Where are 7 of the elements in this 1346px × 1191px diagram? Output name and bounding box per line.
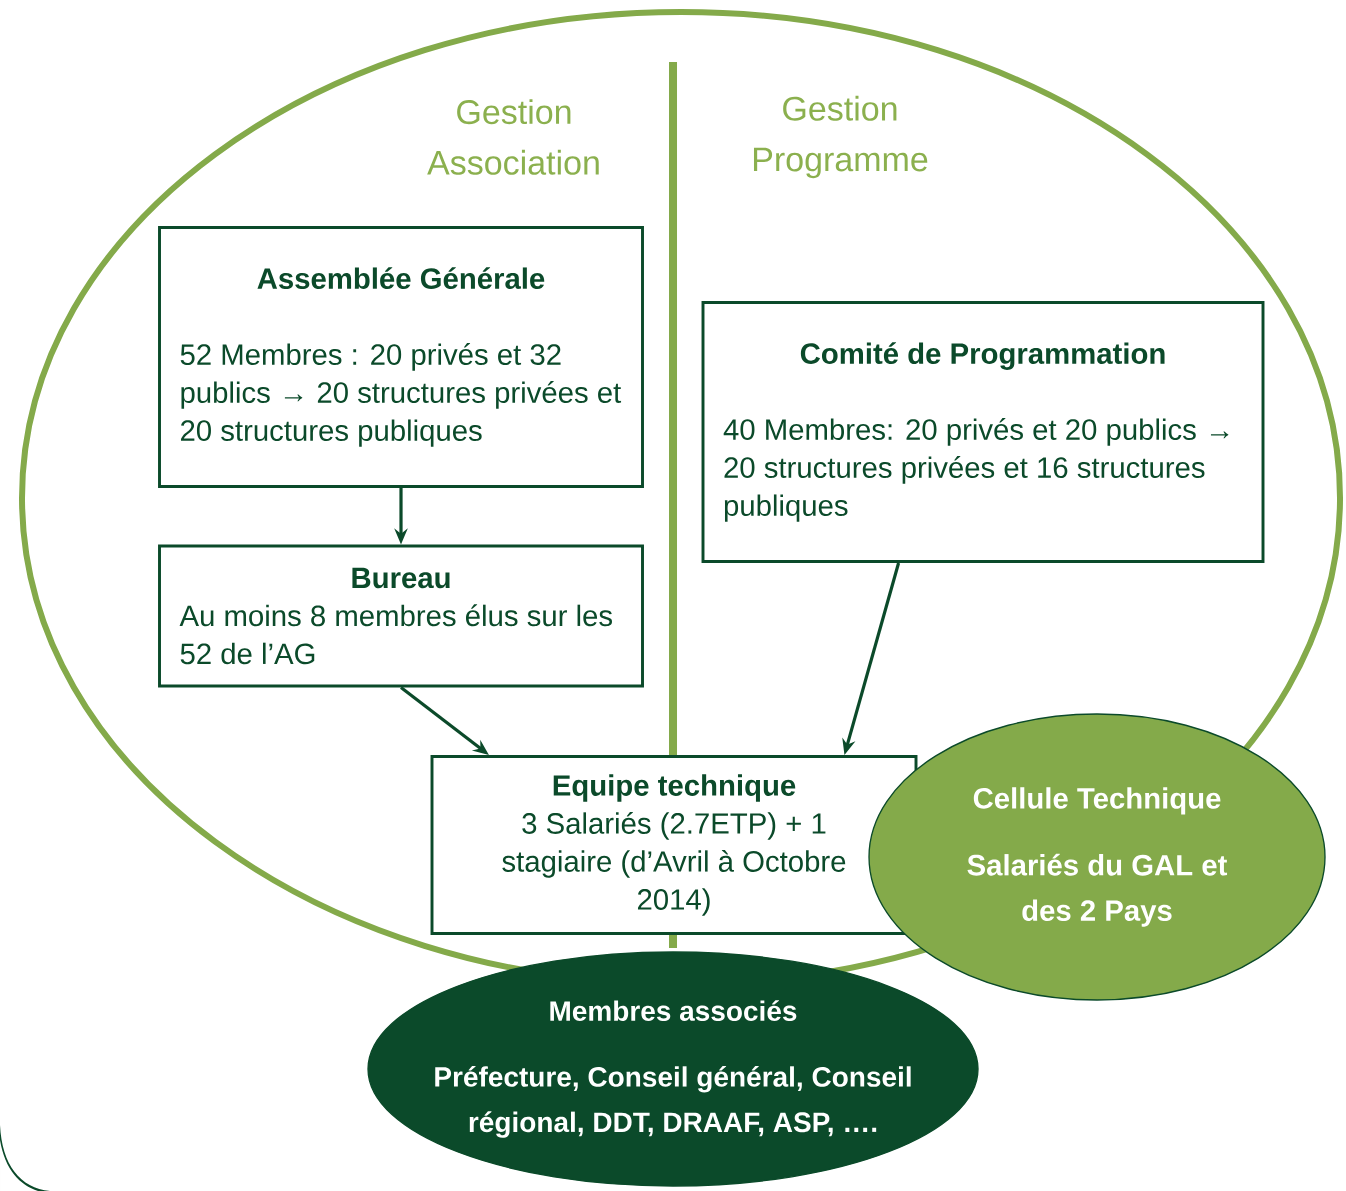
process-box: Comité de Programmation 40 Membres: 20 privés et 20 publics → 20 structures privées et 16 structures publiques: [701, 301, 1265, 563]
process-box: Assemblée Générale 52 Membres : 20 privés et 32 publics → 20 structures privées et 20 structures publiques: [158, 226, 644, 488]
section-heading: Gestion Programme: [754, 95, 928, 179]
oval: Membres associés Préfecture, Conseil général, Conseil régional, DDT, DRAAF, ASP, ….: [367, 951, 979, 1187]
section-heading: Gestion Association: [427, 99, 599, 175]
process-box: Bureau Au moins 8 membres élus sur les 52 de l’AG: [158, 544, 644, 688]
process-box: Equipe technique 3 Salariés (2.7ETP) + 1 stagiaire (d’Avril à Octobre 2014): [430, 755, 918, 935]
